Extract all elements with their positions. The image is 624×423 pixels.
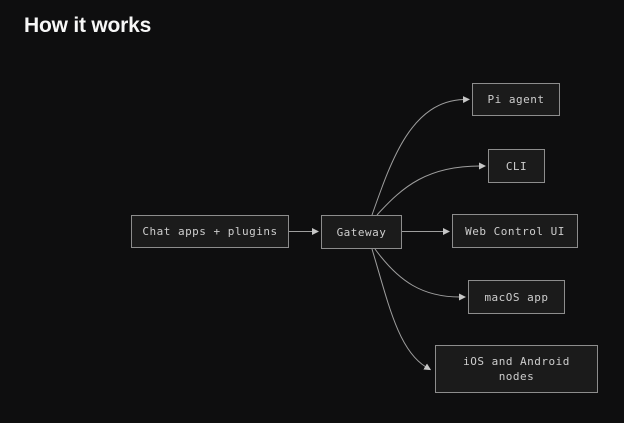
page-title: How it works xyxy=(24,14,152,37)
node-label: Web Control UI xyxy=(465,224,565,238)
node-label: iOS and Android nodes xyxy=(463,355,570,383)
node-cli: CLI xyxy=(488,149,545,183)
edge-gateway-to-cli xyxy=(376,162,486,216)
node-label: macOS app xyxy=(484,290,549,304)
node-label: Gateway xyxy=(336,225,387,239)
node-label: Pi agent xyxy=(487,93,545,106)
edge-gateway-to-ios-android-nodes xyxy=(371,248,432,371)
node-gateway: Gateway xyxy=(321,215,402,249)
node-label: CLI xyxy=(505,159,528,173)
node-macos-app: macOS app xyxy=(468,280,565,314)
edge-gateway-to-pi-agent xyxy=(371,96,470,216)
node-pi-agent: Pi agent xyxy=(472,83,560,116)
node-chat-apps-plugins: Chat apps + plugins xyxy=(131,215,289,248)
node-label: Chat apps + plugins xyxy=(142,225,278,238)
node-web-control-ui: Web Control UI xyxy=(452,214,578,248)
edge-gateway-to-macos-app xyxy=(374,248,466,301)
node-ios-android-nodes: iOS and Android nodes xyxy=(435,345,598,393)
